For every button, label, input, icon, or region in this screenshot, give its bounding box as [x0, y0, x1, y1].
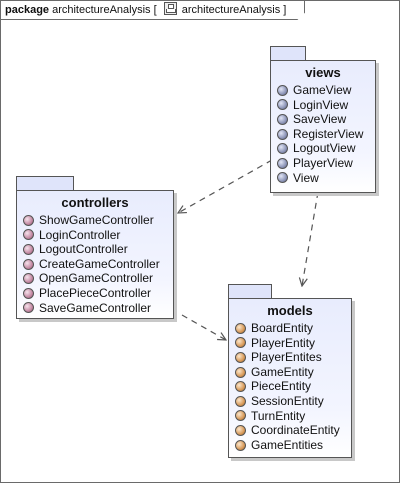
- package-member[interactable]: LogoutView: [277, 141, 375, 156]
- package-member[interactable]: GameEntity: [235, 365, 351, 380]
- member-icon: [277, 84, 288, 96]
- member-label: ShowGameController: [39, 213, 154, 227]
- member-label: RegisterView: [293, 126, 364, 141]
- dependency-views-to-models[interactable]: [302, 191, 319, 286]
- member-label: SaveView: [293, 112, 347, 127]
- package-member[interactable]: GameView: [277, 83, 375, 98]
- package-member[interactable]: TurnEntity: [235, 409, 351, 424]
- member-icon: [23, 287, 34, 299]
- member-icon: [23, 258, 34, 270]
- member-label: GameEntities: [251, 437, 324, 452]
- package-member[interactable]: PlayerEntites: [235, 350, 351, 365]
- package-member[interactable]: GameEntities: [235, 438, 351, 453]
- member-icon: [277, 99, 288, 111]
- member-icon: [235, 439, 246, 451]
- frame-bracket-close: ]: [283, 4, 287, 16]
- member-label: PlayerEntity: [251, 335, 316, 350]
- package-member[interactable]: RegisterView: [277, 127, 375, 142]
- package-member[interactable]: PieceEntity: [235, 379, 351, 394]
- member-label: PieceEntity: [251, 379, 312, 394]
- member-label: OpenGameController: [39, 271, 154, 286]
- frame-header: package architectureAnalysis [ architect…: [1, 1, 305, 20]
- member-icon: [277, 157, 288, 169]
- package-member[interactable]: CreateGameController: [23, 257, 173, 272]
- frame-diagram-name: architectureAnalysis: [181, 4, 281, 16]
- package-title: controllers: [61, 195, 129, 210]
- package-member[interactable]: ShowGameController: [23, 213, 173, 228]
- package-member[interactable]: CoordinateEntity: [235, 423, 351, 438]
- member-label: PlacePieceController: [39, 285, 152, 300]
- member-label: LoginView: [293, 97, 349, 112]
- package-member[interactable]: BoardEntity: [235, 321, 351, 336]
- dependency-views-to-controllers[interactable]: [178, 159, 273, 213]
- package-title: views: [305, 65, 341, 80]
- frame-package-name: architectureAnalysis: [52, 4, 151, 16]
- package-member[interactable]: OpenGameController: [23, 271, 173, 286]
- member-label: BoardEntity: [251, 321, 314, 335]
- member-label: PlayerEntites: [251, 350, 322, 365]
- member-icon: [23, 302, 34, 314]
- member-icon: [235, 424, 246, 436]
- member-icon: [235, 381, 246, 393]
- member-icon: [23, 243, 34, 255]
- package-tab: [270, 46, 306, 61]
- package-member[interactable]: LogoutController: [23, 242, 173, 257]
- member-icon: [277, 113, 288, 125]
- package-member[interactable]: PlayerEntity: [235, 336, 351, 351]
- member-label: PlayerView: [293, 155, 353, 170]
- member-icon: [277, 128, 288, 140]
- package-member[interactable]: PlacePieceController: [23, 286, 173, 301]
- member-icon: [23, 229, 34, 241]
- package-member[interactable]: SaveView: [277, 112, 375, 127]
- member-label: GameView: [293, 83, 352, 97]
- dependency-controllers-to-models[interactable]: [181, 314, 226, 340]
- member-icon: [235, 395, 246, 407]
- member-label: SessionEntity: [251, 393, 324, 408]
- member-icon: [235, 351, 246, 363]
- frame-keyword: package: [5, 4, 50, 16]
- package-member[interactable]: LoginController: [23, 228, 173, 243]
- member-label: LogoutController: [39, 242, 128, 257]
- member-label: TurnEntity: [251, 408, 306, 423]
- member-label: LoginController: [39, 227, 121, 242]
- member-icon: [23, 214, 34, 226]
- member-label: CoordinateEntity: [251, 423, 340, 438]
- member-label: GameEntity: [251, 364, 314, 379]
- member-label: CreateGameController: [39, 256, 160, 271]
- member-label: LogoutView: [293, 141, 356, 156]
- package-diagram-icon: [164, 2, 177, 15]
- package-member[interactable]: SaveGameController: [23, 301, 173, 316]
- member-icon: [23, 273, 34, 285]
- member-icon: [235, 366, 246, 378]
- package-member[interactable]: LoginView: [277, 98, 375, 113]
- member-icon: [277, 172, 288, 184]
- package-member[interactable]: View: [277, 171, 375, 186]
- package-member[interactable]: PlayerView: [277, 156, 375, 171]
- package-tab: [228, 284, 272, 299]
- package-member[interactable]: SessionEntity: [235, 394, 351, 409]
- member-icon: [277, 143, 288, 155]
- member-icon: [235, 337, 246, 349]
- package-tab: [16, 176, 74, 191]
- member-icon: [235, 322, 246, 334]
- member-label: View: [293, 170, 319, 185]
- member-label: SaveGameController: [39, 300, 152, 315]
- package-title: models: [267, 303, 313, 318]
- member-icon: [235, 410, 246, 422]
- frame-bracket-open: [: [153, 4, 157, 16]
